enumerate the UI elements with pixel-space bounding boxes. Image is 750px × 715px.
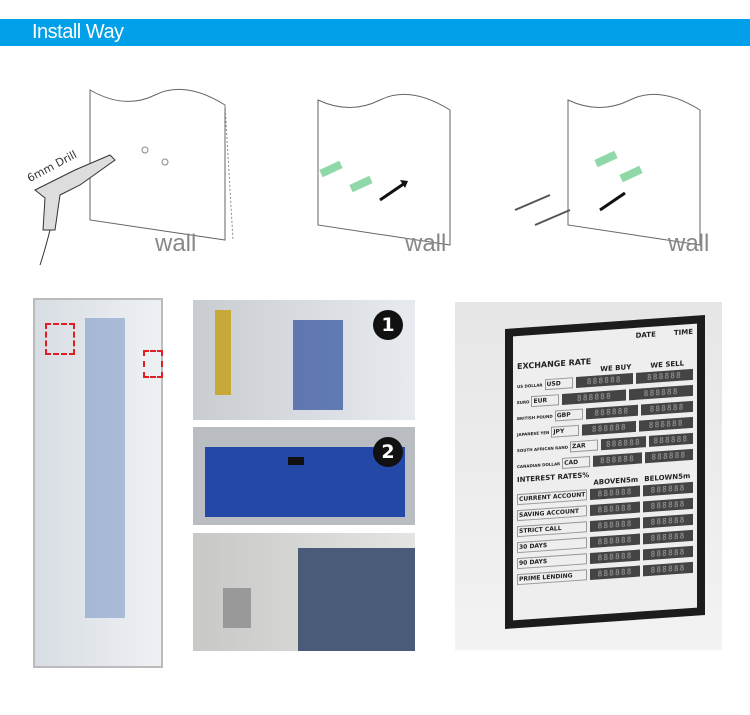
- led-digits: 888888: [643, 529, 693, 544]
- led-digits: 888888: [590, 565, 640, 580]
- row-label: GBP: [554, 408, 583, 422]
- step-anchor-diagram: wall: [310, 80, 470, 280]
- section-header: Install Way: [0, 19, 750, 46]
- step-drill-diagram: 6mm Drill wall: [15, 80, 245, 280]
- led-digits: 888888: [643, 545, 693, 560]
- led-digits: 888888: [585, 404, 638, 419]
- led-digits: 888888: [590, 549, 640, 564]
- row-label: USD: [544, 376, 573, 390]
- led-digits: 888888: [590, 533, 640, 548]
- date-label: DATE: [635, 330, 656, 340]
- box-top-photo: 2: [193, 427, 415, 525]
- led-digits: 888888: [643, 481, 693, 496]
- led-digits: 888888: [582, 420, 637, 436]
- led-digits: 888888: [629, 384, 693, 400]
- led-digits: 888888: [590, 485, 640, 500]
- currency-name: JAPANESE YEN: [517, 429, 550, 437]
- led-digits: 888888: [593, 451, 642, 467]
- step-screw-diagram: wall: [510, 80, 730, 280]
- step-badge-1: 1: [373, 310, 403, 340]
- currency-name: EURO: [517, 398, 530, 405]
- row-label: 90 DAYS: [517, 552, 587, 569]
- led-digits: 888888: [562, 389, 627, 405]
- row-label: 30 DAYS: [517, 536, 587, 553]
- currency-name: BRITISH POUND: [517, 413, 553, 421]
- row-label: CAD: [562, 455, 591, 469]
- hanger-highlight: [45, 323, 75, 355]
- wall-label: wall: [405, 230, 447, 257]
- time-label: TIME: [673, 327, 693, 338]
- led-digits: 888888: [643, 513, 693, 528]
- wall-anchor-illustration: [317, 93, 451, 246]
- wall-screw-illustration: [514, 93, 701, 246]
- led-digits: 888888: [639, 416, 693, 432]
- wall-label: wall: [668, 230, 710, 257]
- currency-name: SOUTH AFRICAN RAND: [517, 444, 569, 453]
- row-label: SAVING ACCOUNT: [517, 504, 587, 521]
- row-label: STRICT CALL: [517, 520, 587, 537]
- led-digits: 888888: [643, 561, 693, 576]
- step-badge-2: 2: [373, 437, 403, 467]
- led-digits: 888888: [643, 497, 693, 512]
- led-digits: 888888: [644, 448, 693, 463]
- hanger-highlight: [143, 350, 163, 378]
- led-digits: 888888: [635, 368, 694, 384]
- wall-drill-illustration: [34, 88, 234, 266]
- row-label: CURRENT ACCOUNT: [517, 488, 587, 505]
- currency-name: US DOLLAR: [517, 381, 543, 389]
- hanger-closeup-photo: 1: [193, 300, 415, 420]
- led-digits: 888888: [575, 372, 633, 388]
- currency-name: CANADIAN DOLLAR: [517, 460, 561, 469]
- wall-mount-photo: [193, 533, 415, 651]
- box-back-photo: [25, 298, 170, 698]
- wall-label: wall: [155, 230, 197, 257]
- led-digits: 888888: [640, 400, 694, 415]
- row-label: PRIME LENDING: [517, 568, 587, 585]
- row-label: JPY: [551, 424, 580, 438]
- led-digits: 888888: [601, 435, 646, 450]
- row-label: ZAR: [570, 438, 599, 452]
- row-label: EUR: [531, 393, 560, 407]
- led-digits: 888888: [648, 432, 694, 447]
- led-digits: 888888: [590, 517, 640, 532]
- section-title: Install Way: [32, 21, 124, 43]
- led-digits: 888888: [590, 501, 640, 516]
